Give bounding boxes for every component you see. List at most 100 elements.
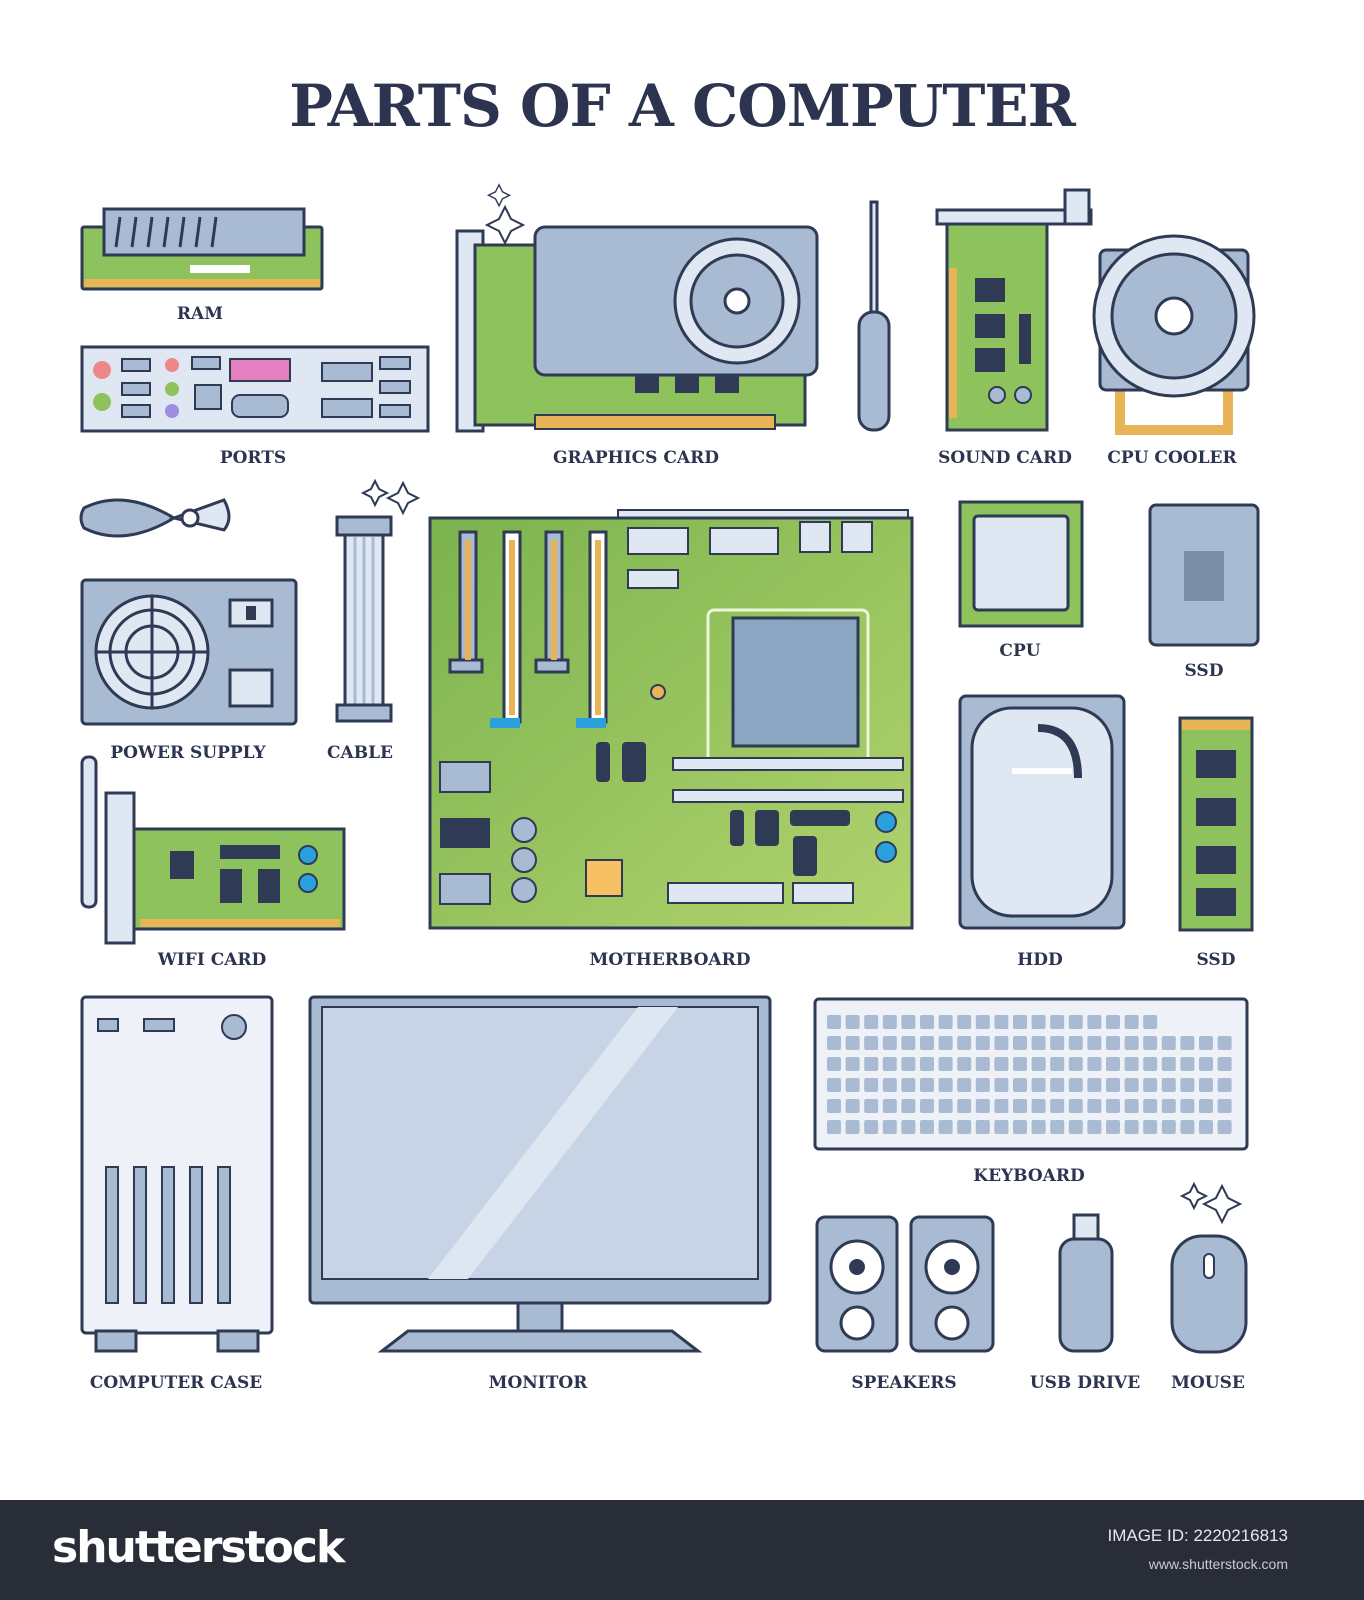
keyboard-key bbox=[1031, 1057, 1046, 1071]
label-hdd: HDD bbox=[1017, 950, 1063, 970]
keyboard-key bbox=[957, 1015, 972, 1029]
ssd-m2-illustration bbox=[1178, 716, 1254, 932]
screwdriver-illustration bbox=[856, 200, 892, 434]
cpu-illustration bbox=[958, 500, 1084, 630]
keyboard-key bbox=[1199, 1078, 1213, 1092]
keyboard-key bbox=[938, 1015, 953, 1029]
label-sound-card: SOUND CARD bbox=[938, 448, 1072, 468]
website-link[interactable]: www.shutterstock.com bbox=[1148, 1556, 1288, 1572]
keyboard-key bbox=[1013, 1057, 1027, 1071]
keyboard-key bbox=[975, 1078, 990, 1092]
keyboard-key bbox=[1217, 1099, 1232, 1113]
keyboard-key bbox=[901, 1057, 916, 1071]
label-motherboard: MOTHERBOARD bbox=[589, 950, 751, 970]
keyboard-key bbox=[938, 1078, 953, 1092]
keyboard-key bbox=[1161, 1078, 1176, 1092]
label-ssd: SSD bbox=[1184, 661, 1224, 681]
keyboard-key bbox=[957, 1078, 972, 1092]
keyboard-key bbox=[1106, 1015, 1120, 1029]
keyboard-key bbox=[845, 1078, 860, 1092]
page-title: PARTS OF A COMPUTER bbox=[289, 72, 1076, 140]
keyboard-key bbox=[1180, 1036, 1195, 1050]
keyboard-key bbox=[1199, 1120, 1213, 1134]
keyboard-key bbox=[1180, 1078, 1195, 1092]
label-power-supply: POWER SUPPLY bbox=[110, 743, 266, 763]
label-computer-case: COMPUTER CASE bbox=[89, 1373, 263, 1393]
keyboard-key bbox=[882, 1078, 897, 1092]
keyboard-key bbox=[845, 1120, 860, 1134]
label-ports: PORTS bbox=[219, 448, 287, 468]
keyboard-key bbox=[845, 1036, 860, 1050]
keyboard-key bbox=[864, 1078, 879, 1092]
ram-illustration bbox=[80, 207, 324, 293]
keyboard-key bbox=[1124, 1078, 1139, 1092]
wifi-card-illustration bbox=[80, 755, 348, 947]
keyboard-key bbox=[882, 1015, 897, 1029]
keyboard-key bbox=[994, 1057, 1009, 1071]
keyboard-key bbox=[920, 1078, 934, 1092]
keyboard-key bbox=[1068, 1057, 1083, 1071]
keyboard-key bbox=[975, 1015, 990, 1029]
pliers-illustration bbox=[79, 488, 240, 554]
ports-illustration bbox=[80, 345, 430, 433]
keyboard-key bbox=[1068, 1036, 1083, 1050]
keyboard-key bbox=[938, 1099, 953, 1113]
keyboard-key bbox=[920, 1036, 934, 1050]
keyboard-key bbox=[938, 1036, 953, 1050]
keyboard-key bbox=[975, 1120, 990, 1134]
keyboard-key bbox=[1161, 1036, 1176, 1050]
keyboard-key bbox=[901, 1015, 916, 1029]
keyboard-key bbox=[1143, 1078, 1158, 1092]
footer-bar: shutterstock IMAGE ID: 2220216813 www.sh… bbox=[0, 1500, 1364, 1600]
shutterstock-logo[interactable]: shutterstock bbox=[52, 1522, 345, 1573]
keyboard-key bbox=[1013, 1099, 1027, 1113]
keyboard-key bbox=[901, 1078, 916, 1092]
keyboard-key bbox=[920, 1099, 934, 1113]
keyboard-key bbox=[1143, 1120, 1158, 1134]
keyboard-key bbox=[1217, 1120, 1232, 1134]
keyboard-key bbox=[1217, 1036, 1232, 1050]
keyboard-key bbox=[1124, 1120, 1139, 1134]
keyboard-key bbox=[1124, 1015, 1139, 1029]
keyboard-key bbox=[1087, 1057, 1102, 1071]
keyboard-key bbox=[1199, 1036, 1213, 1050]
keyboard-key bbox=[1161, 1057, 1176, 1071]
keyboard-key bbox=[994, 1015, 1009, 1029]
keyboard-key bbox=[994, 1099, 1009, 1113]
keyboard-key bbox=[938, 1057, 953, 1071]
keyboard-key bbox=[864, 1120, 879, 1134]
keyboard-key bbox=[1087, 1120, 1102, 1134]
keyboard-key bbox=[1087, 1099, 1102, 1113]
keyboard-key bbox=[975, 1099, 990, 1113]
keyboard-key bbox=[1106, 1036, 1120, 1050]
keyboard-key bbox=[1143, 1036, 1158, 1050]
keyboard-key bbox=[1161, 1120, 1176, 1134]
keyboard-key bbox=[1068, 1015, 1083, 1029]
mouse-illustration bbox=[1170, 1180, 1250, 1356]
image-id: IMAGE ID: 2220216813 bbox=[1107, 1526, 1288, 1545]
keyboard-key bbox=[1050, 1036, 1065, 1050]
label-graphics-card: GRAPHICS CARD bbox=[553, 448, 719, 468]
keyboard-key bbox=[1180, 1099, 1195, 1113]
keyboard-key bbox=[901, 1099, 916, 1113]
keyboard-key bbox=[882, 1120, 897, 1134]
keyboard-key bbox=[1013, 1036, 1027, 1050]
label-wifi-card: WIFI CARD bbox=[157, 950, 267, 970]
keyboard-key bbox=[864, 1015, 879, 1029]
motherboard-illustration bbox=[428, 500, 916, 932]
keyboard-key bbox=[827, 1078, 841, 1092]
keyboard-key bbox=[827, 1036, 841, 1050]
keyboard-key bbox=[864, 1057, 879, 1071]
keyboard-key bbox=[957, 1099, 972, 1113]
keyboard-key bbox=[1050, 1120, 1065, 1134]
keyboard-key bbox=[1031, 1120, 1046, 1134]
keyboard-key bbox=[957, 1120, 972, 1134]
label-cpu-cooler: CPU COOLER bbox=[1107, 448, 1237, 468]
label-mouse: MOUSE bbox=[1171, 1373, 1245, 1393]
keyboard-key bbox=[827, 1099, 841, 1113]
keyboard-key bbox=[1106, 1120, 1120, 1134]
keyboard-key bbox=[994, 1036, 1009, 1050]
keyboard-key bbox=[1199, 1057, 1213, 1071]
usb-drive-illustration bbox=[1058, 1213, 1114, 1355]
keyboard-key bbox=[882, 1099, 897, 1113]
